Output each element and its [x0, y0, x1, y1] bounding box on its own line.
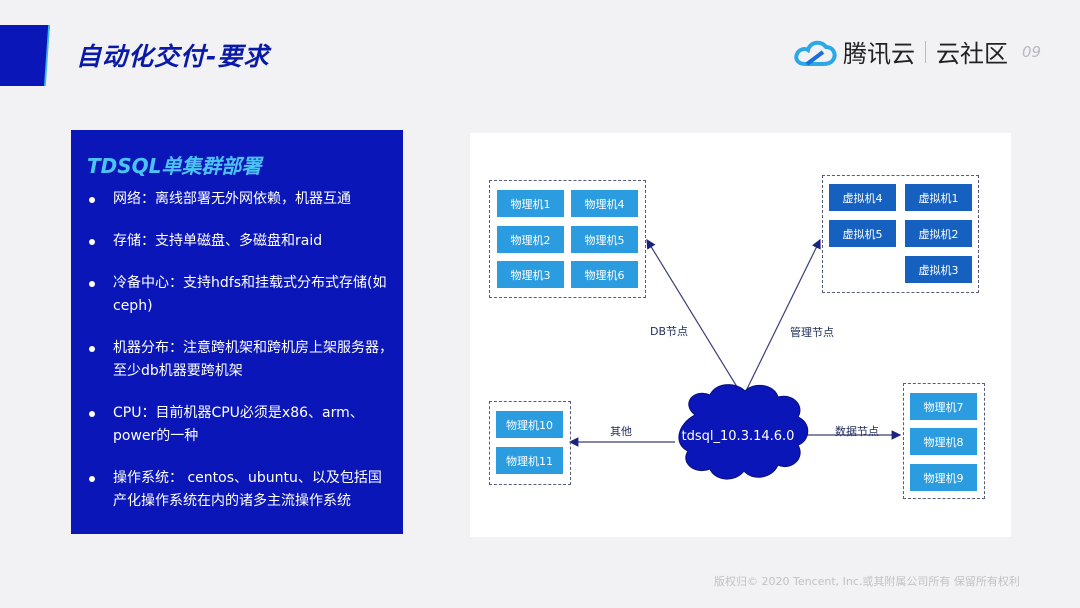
- node-physical-5: 物理机5: [571, 226, 638, 253]
- header-accent-edge: [44, 25, 50, 86]
- bullet-storage: 存储：支持单磁盘、多磁盘和raid: [85, 230, 395, 253]
- header-accent-bar: [0, 25, 50, 86]
- node-physical-10: 物理机10: [496, 411, 563, 438]
- node-physical-8: 物理机8: [910, 428, 977, 455]
- cloud-logo-icon: [794, 40, 837, 66]
- node-virtual-1: 虚拟机1: [905, 184, 972, 211]
- node-physical-9: 物理机9: [910, 464, 977, 491]
- node-physical-3: 物理机3: [497, 261, 564, 288]
- edge-db: [646, 238, 743, 396]
- node-physical-4: 物理机4: [571, 190, 638, 217]
- node-physical-1: 物理机1: [497, 190, 564, 217]
- other-node-group: [489, 401, 571, 485]
- node-virtual-3: 虚拟机3: [905, 256, 972, 283]
- label-db-edge: DB节点: [650, 325, 689, 338]
- page-number: 09: [1022, 42, 1042, 61]
- db-node-group: [489, 180, 646, 298]
- bullet-cpu: CPU：目前机器CPU必须是x86、arm、power的一种: [85, 402, 395, 448]
- node-physical-7: 物理机7: [910, 393, 977, 420]
- bullet-network: 网络：离线部署无外网依赖，机器互通: [85, 188, 395, 211]
- node-virtual-5: 虚拟机5: [829, 220, 896, 247]
- data-node-group: [903, 383, 985, 499]
- node-physical-11: 物理机11: [496, 447, 563, 474]
- node-virtual-2: 虚拟机2: [905, 220, 972, 247]
- node-virtual-4: 虚拟机4: [829, 184, 896, 211]
- bullet-machine-distribution: 机器分布：注意跨机架和跨机房上架服务器，至少db机器要跨机架: [85, 337, 395, 383]
- copyright-footer: 版权归© 2020 Tencent, Inc.或其附属公司所有 保留所有权利: [714, 575, 1020, 588]
- bullet-os: 操作系统： centos、ubuntu、以及包括国产化操作系统在内的诸多主流操作…: [85, 467, 395, 513]
- label-mgmt-edge: 管理节点: [790, 326, 834, 339]
- logo-brand-text: 腾讯云: [843, 40, 915, 68]
- logo-community-text: 云社区: [936, 40, 1008, 68]
- logo-separator: [925, 40, 926, 63]
- diagram-connectors: [568, 238, 902, 480]
- deployment-diagram: 物理机1 物理机4 物理机2 物理机5 物理机3 物理机6 虚拟机4 虚拟机1 …: [470, 133, 1011, 537]
- node-physical-2: 物理机2: [497, 226, 564, 253]
- cloud-shape: [678, 384, 809, 480]
- requirements-list: 网络：离线部署无外网依赖，机器互通 存储：支持单磁盘、多磁盘和raid 冷备中心…: [85, 188, 395, 532]
- bullet-cold-backup: 冷备中心：支持hdfs和挂载式分布式存储(如ceph): [85, 272, 395, 318]
- edge-mgmt: [743, 238, 821, 396]
- label-data-edge: 数据节点: [835, 425, 879, 438]
- mgmt-node-group: [822, 175, 979, 293]
- label-other-edge: 其他: [610, 425, 632, 438]
- tencent-cloud-logo: 腾讯云 云社区 09: [793, 34, 1041, 69]
- page-title: 自动化交付-要求: [76, 42, 270, 71]
- node-physical-6: 物理机6: [571, 261, 638, 288]
- cloud-label: tdsql_10.3.14.6.0: [681, 429, 795, 444]
- panel-title: TDSQL单集群部署: [87, 154, 262, 178]
- requirements-panel: TDSQL单集群部署 网络：离线部署无外网依赖，机器互通 存储：支持单磁盘、多磁…: [71, 130, 403, 534]
